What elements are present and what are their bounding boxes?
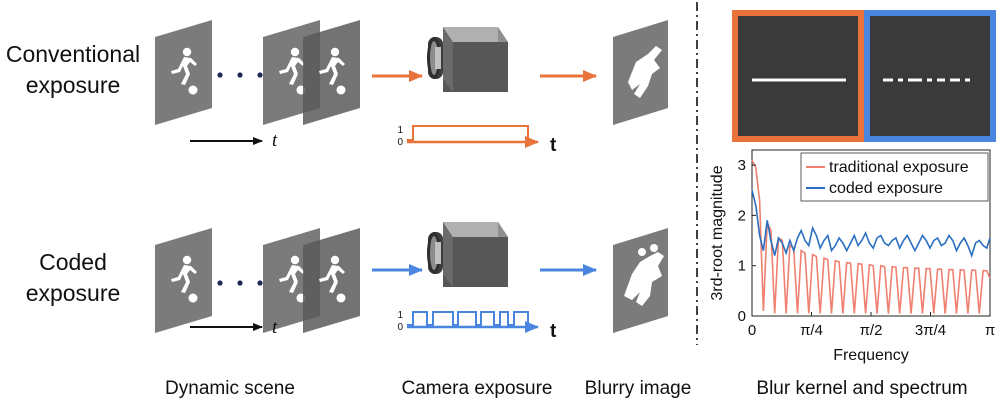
row-label-conventional-2: exposure	[26, 72, 121, 98]
scene-frames-coded: t	[155, 228, 360, 338]
ellipsis-dot	[217, 72, 223, 78]
scene-frame	[155, 20, 212, 125]
ellipsis-dot	[237, 280, 243, 286]
y-axis-label: 3rd-root magnitude	[709, 165, 726, 300]
x-tick-label: π/4	[800, 322, 823, 339]
scene-frame	[155, 228, 212, 333]
spectrum-chart: 0 π/4 π/2 3π/4 π 0 1 2 3 Frequency 3rd-root mag…	[709, 149, 995, 364]
x-axis-label: Frequency	[833, 347, 909, 364]
blurry-image-coded	[613, 228, 668, 333]
y-tick-label: 2	[738, 207, 746, 224]
exposure-waveform	[407, 125, 529, 141]
blurry-head	[638, 248, 646, 256]
row-label-coded-1: Coded	[39, 249, 107, 275]
kernel-panel	[864, 10, 996, 142]
y-tick-label: 1	[738, 258, 746, 275]
level-low-label: 0	[397, 322, 403, 333]
kernel-panel	[732, 10, 864, 142]
x-tick-label: 0	[748, 322, 756, 339]
blurry-player-icon	[624, 252, 664, 306]
series-line-coded	[751, 190, 991, 259]
caption-blur-kernel: Blur kernel and spectrum	[756, 378, 967, 399]
blur-kernel-conventional	[732, 10, 864, 142]
level-low-label: 0	[397, 137, 403, 148]
legend-entry-traditional: traditional exposure	[829, 159, 969, 176]
exposure-signal-coded: 1 0 t	[397, 310, 557, 342]
row-label-coded-2: exposure	[26, 280, 121, 306]
x-tick-label: π/2	[860, 322, 883, 339]
blurry-image-conventional	[613, 20, 668, 125]
ellipsis-dot	[217, 280, 223, 286]
exposure-waveform	[407, 311, 529, 326]
blurry-head	[650, 244, 658, 252]
scene-frame	[303, 228, 360, 333]
y-tick-label: 3	[738, 157, 746, 174]
ellipsis-dot	[237, 72, 243, 78]
camera-icon	[427, 27, 508, 92]
caption-blurry-image: Blurry image	[585, 378, 692, 399]
ellipsis-dot	[257, 280, 263, 286]
scene-frame	[303, 20, 360, 125]
time-axis-label: t	[272, 317, 278, 338]
legend: traditional exposure coded exposure	[800, 152, 989, 202]
row-label-conventional-1: Conventional	[6, 41, 140, 67]
x-tick-label: 3π/4	[915, 322, 946, 339]
exposure-time-label: t	[550, 135, 557, 156]
level-high-label: 1	[397, 310, 403, 321]
ellipsis-dot	[257, 72, 263, 78]
legend-entry-coded: coded exposure	[829, 180, 943, 197]
blur-kernel-coded	[864, 10, 996, 142]
blurry-player-icon	[628, 46, 662, 98]
scene-frames-conventional: t	[155, 20, 360, 151]
caption-dynamic-scene: Dynamic scene	[165, 378, 295, 399]
exposure-signal-conventional: 1 0 t	[397, 125, 557, 156]
exposure-time-label: t	[550, 321, 557, 342]
time-axis-label: t	[272, 130, 278, 151]
x-tick-label: π	[985, 322, 995, 339]
legend-box	[800, 152, 989, 202]
caption-camera-exposure: Camera exposure	[401, 378, 552, 399]
level-high-label: 1	[397, 125, 403, 136]
y-tick-label: 0	[738, 308, 746, 325]
camera-icon	[427, 222, 508, 287]
